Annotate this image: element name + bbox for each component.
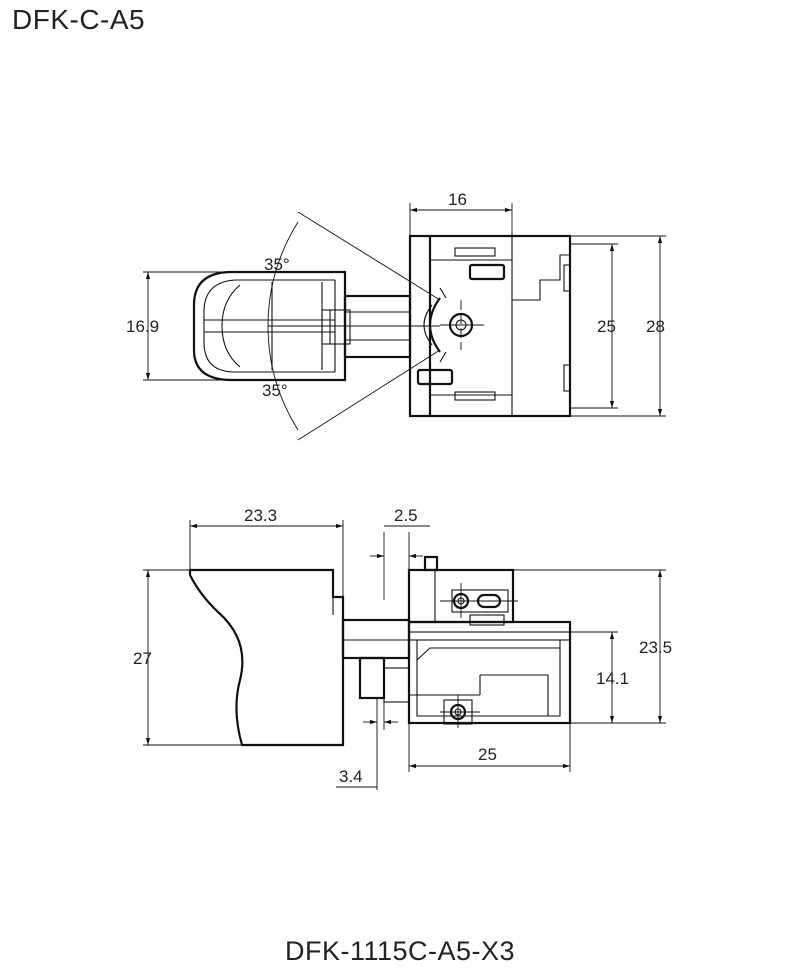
dim-angle-top: 35° bbox=[264, 255, 290, 274]
top-trigger bbox=[192, 270, 347, 382]
dim-25-top: 25 bbox=[597, 317, 616, 336]
dim-23-3: 23.3 bbox=[244, 506, 277, 525]
dim-14-1: 14.1 bbox=[596, 669, 629, 688]
top-dimensions bbox=[143, 203, 666, 417]
top-dim-labels: 16 25 28 16.9 35° 35° bbox=[126, 190, 665, 400]
side-dimensions bbox=[143, 520, 666, 790]
page-title: DFK-C-A5 bbox=[12, 4, 146, 35]
dim-28: 28 bbox=[646, 317, 665, 336]
dim-16-9: 16.9 bbox=[126, 317, 159, 336]
dim-3-4: 3.4 bbox=[339, 767, 363, 786]
side-switch-body bbox=[407, 555, 572, 728]
dim-27: 27 bbox=[133, 649, 152, 668]
dim-16: 16 bbox=[448, 190, 467, 209]
dim-23-5: 23.5 bbox=[639, 638, 672, 657]
side-dim-labels: 23.3 2.5 27 23.5 14.1 25 3.4 bbox=[133, 506, 672, 786]
dim-angle-bottom: 35° bbox=[262, 381, 288, 400]
top-view: 16 25 28 16.9 35° 35° bbox=[126, 190, 666, 441]
top-angle-lines bbox=[267, 211, 441, 441]
side-view: 23.3 2.5 27 23.5 14.1 25 3.4 bbox=[133, 506, 672, 790]
side-shaft bbox=[341, 618, 411, 703]
dim-25-side: 25 bbox=[478, 745, 497, 764]
side-trigger bbox=[188, 568, 345, 747]
dim-2-5: 2.5 bbox=[394, 506, 418, 525]
model-number: DFK-1115C-A5-X3 bbox=[284, 936, 516, 966]
